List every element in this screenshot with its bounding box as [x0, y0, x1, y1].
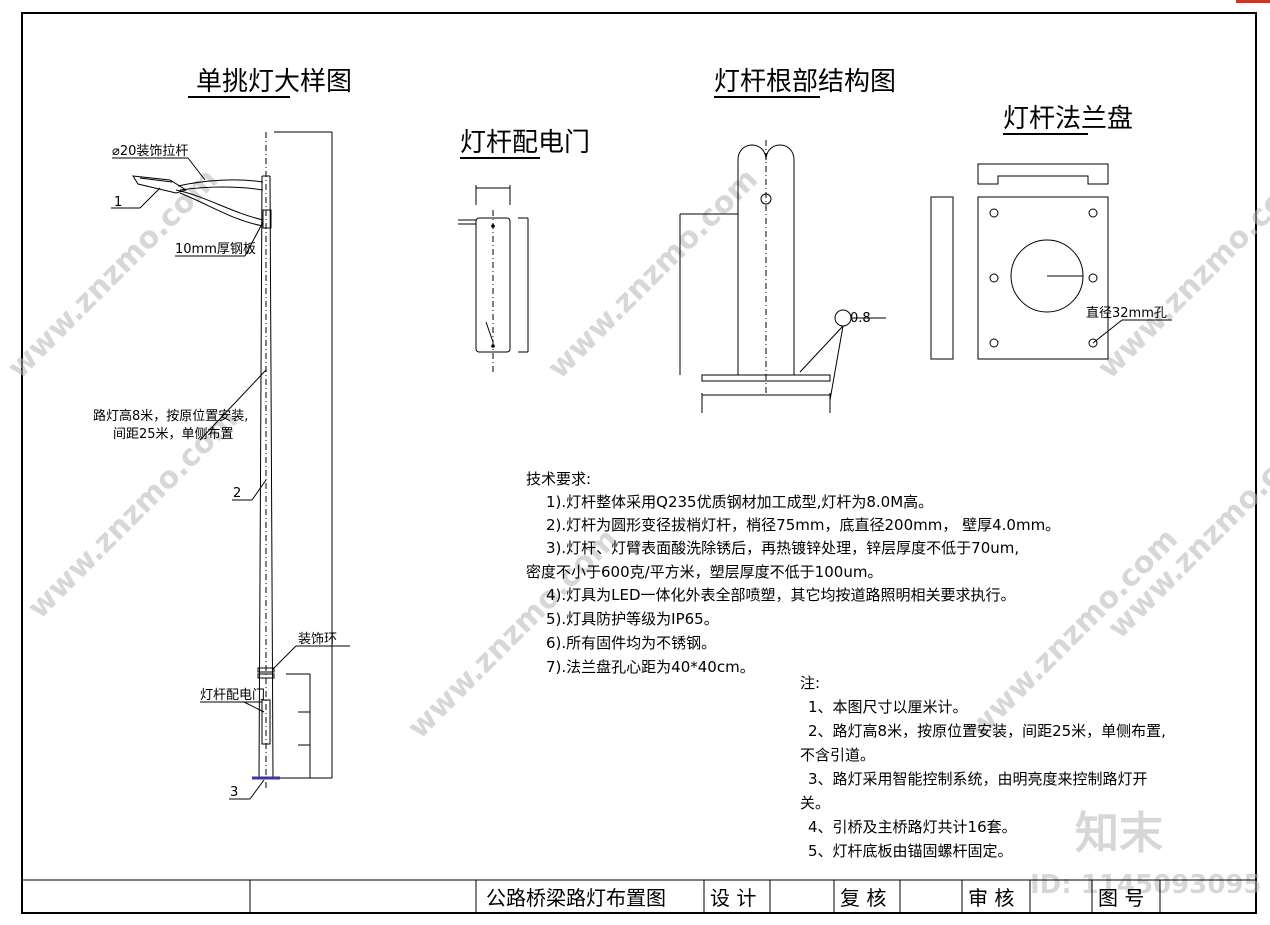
weld-symbol: [834, 309, 852, 327]
check-label: 复 核: [840, 886, 886, 910]
watermark-logo: 知末: [1075, 808, 1163, 859]
title-block: 公路桥梁路灯布置图 设 计 复 核 审 核 图 号: [22, 879, 1256, 913]
title-single-arm: 单挑灯大样图: [196, 67, 352, 97]
label-pole-note-1: 路灯高8米，按原位置安装,: [93, 408, 248, 424]
title-pole-root: 灯杆根部结构图: [714, 67, 896, 97]
label-hole-dia: 直径32mm孔: [1086, 306, 1167, 321]
label-item-2: 2: [233, 486, 241, 501]
notes: 注: 1、本图尺寸以厘米计。 2、路灯高8米，按原位置安装，间距25米，单侧布置…: [800, 674, 1166, 860]
technical-requirements: 技术要求: 1).灯杆整体采用Q235优质钢材加工成型,灯杆为8.0M高。 2)…: [526, 470, 1060, 676]
lamp-arm: [175, 189, 264, 221]
watermark-id: ID: 1145093095: [1030, 870, 1262, 900]
requirement-item: 7).法兰盘孔心距为40*40cm。: [546, 658, 755, 676]
bolt-hole: [1088, 338, 1098, 348]
watermark-site-4: www.znzmo.com: [541, 162, 765, 386]
label-pole-note-2: 间距25米，单侧布置: [113, 427, 234, 442]
design-label: 设 计: [710, 886, 756, 910]
flange-figure: [930, 163, 1172, 360]
flange-top-view: [977, 163, 1109, 185]
notes-heading: 注:: [800, 674, 820, 692]
bolt-hole: [1088, 273, 1098, 283]
watermark-site-6: www.znzmo.com: [1091, 162, 1270, 386]
corner-mark: [1236, 0, 1270, 3]
bolt-hole: [989, 208, 999, 218]
requirement-item: 2).灯杆为圆形变径拔梢灯杆，梢径75mm，底直径200mm， 壁厚4.0mm。: [546, 516, 1060, 534]
sheet-border: [21, 12, 1257, 914]
bolt-hole: [1088, 208, 1098, 218]
flange-plate: [977, 196, 1109, 360]
label-deco-ring: 装饰环: [298, 632, 337, 647]
requirement-item: 密度不小于600克/平方米，塑层厚度不低于100um。: [526, 563, 882, 581]
pole-right-edge: [269, 175, 274, 779]
requirement-item: 3).灯杆、灯臂表面酸洗除锈后，再热镀锌处理，锌层厚度不低于70um,: [546, 539, 1019, 557]
requirement-item: 5).灯具防护等级为IP65。: [546, 610, 719, 628]
label-item-1: 1: [114, 195, 122, 210]
label-weld: 0.8: [850, 311, 871, 326]
door-panel: [475, 217, 511, 353]
note-item: 关。: [800, 794, 830, 812]
steel-plate: [262, 209, 272, 229]
pole-door-small: [261, 699, 271, 745]
label-pole-door: 灯杆配电门: [200, 688, 265, 703]
base-plate: [701, 374, 831, 382]
label-item-3: 3: [230, 785, 238, 800]
review-label: 审 核: [968, 886, 1014, 910]
title-pole-door: 灯杆配电门: [460, 128, 590, 158]
requirements-heading: 技术要求:: [526, 470, 591, 488]
requirement-item: 4).灯具为LED一体化外表全部喷塑，其它均按道路照明相关要求执行。: [546, 586, 1016, 604]
requirement-item: 1).灯杆整体采用Q235优质钢材加工成型,灯杆为8.0M高。: [546, 493, 933, 511]
note-item: 3、路灯采用智能控制系统，由明亮度来控制路灯开: [808, 770, 1148, 788]
pole-root-figure: [679, 140, 886, 413]
flange-side-view: [930, 196, 954, 360]
requirement-item: 6).所有固件均为不锈钢。: [546, 634, 716, 652]
label-steel-plate: 10mm厚钢板: [175, 242, 256, 257]
drawing-no-label: 图 号: [1098, 886, 1144, 910]
watermark-site-7: www.znzmo.com: [1101, 422, 1270, 646]
single-arm-pole-figure: [111, 131, 350, 800]
note-item: 5、灯杆底板由锚固螺杆固定。: [808, 842, 1013, 860]
pole-top-section: [737, 144, 795, 161]
watermark-site-1: www.znzmo.com: [1, 162, 225, 386]
bolt-hole: [989, 338, 999, 348]
pole-door-figure: [458, 185, 529, 372]
note-item: 2、路灯高8米，按原位置安装，间距25米，单侧布置,: [808, 722, 1166, 740]
pole-hole: [760, 193, 772, 205]
note-item: 1、本图尺寸以厘米计。: [808, 698, 968, 716]
note-item: 不含引道。: [800, 746, 875, 764]
bolt-hole: [989, 273, 999, 283]
title-flange: 灯杆法兰盘: [1003, 104, 1133, 134]
note-item: 4、引桥及主桥路灯共计16套。: [808, 818, 1017, 836]
deco-ring: [257, 667, 275, 673]
drawing-name: 公路桥梁路灯布置图: [486, 886, 666, 910]
label-tie-rod: ⌀20装饰拉杆: [112, 144, 188, 159]
tie-rod: [177, 179, 264, 187]
